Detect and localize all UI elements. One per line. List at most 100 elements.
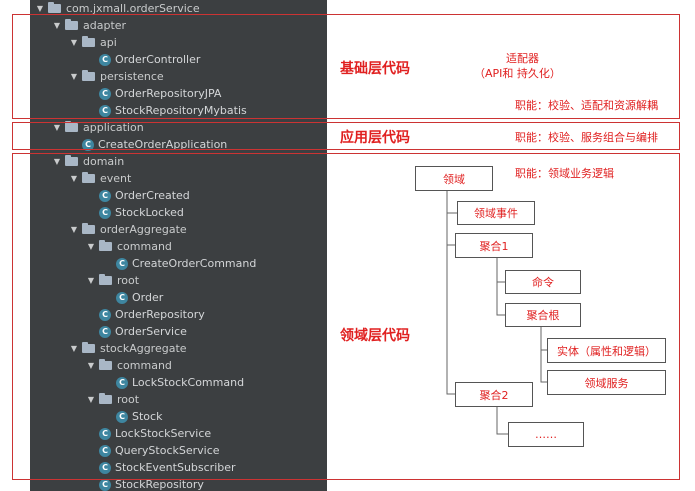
tree-class-row[interactable]: C StockEventSubscriber xyxy=(85,459,236,476)
tree-item-label: QueryStockService xyxy=(115,444,220,457)
expand-arrow-icon[interactable]: ▼ xyxy=(53,123,61,132)
tree-item-label: root xyxy=(117,393,140,406)
app-layer-label: 应用层代码 xyxy=(340,130,410,146)
expand-arrow-icon[interactable]: ▼ xyxy=(70,72,78,81)
tree-package-row[interactable]: ▼ event xyxy=(68,170,131,187)
domain-layer-label: 领域层代码 xyxy=(340,328,410,344)
folder-icon xyxy=(48,2,61,13)
tree-package-row[interactable]: ▼ api xyxy=(68,34,117,51)
tree-item-label: domain xyxy=(83,155,125,168)
folder-icon xyxy=(82,342,95,353)
java-class-icon: C xyxy=(116,376,128,389)
expand-arrow-icon[interactable]: ▼ xyxy=(70,38,78,47)
folder-icon xyxy=(82,223,95,234)
folder-icon xyxy=(99,240,112,251)
tree-item-label: CreateOrderApplication xyxy=(98,138,228,151)
folder-icon xyxy=(82,70,95,81)
tree-class-row[interactable]: C CreateOrderApplication xyxy=(68,136,227,153)
tree-class-row[interactable]: C Order xyxy=(102,289,163,306)
app-duty: 职能：校验、服务组合与编排 xyxy=(515,131,658,144)
base-layer-frame xyxy=(12,14,680,119)
tree-item-label: StockEventSubscriber xyxy=(115,461,236,474)
tree-item-label: StockRepository xyxy=(115,478,204,491)
domain-layer-frame xyxy=(12,153,680,480)
expand-arrow-icon[interactable]: ▼ xyxy=(53,21,61,30)
java-class-icon: C xyxy=(116,410,128,423)
java-class-icon: C xyxy=(99,478,111,491)
tree-item-label: command xyxy=(117,240,172,253)
tree-package-row[interactable]: ▼ persistence xyxy=(68,68,164,85)
diagram-box-aggregate-1: 聚合1 xyxy=(455,233,533,258)
app-layer-frame xyxy=(12,122,680,150)
expand-arrow-icon[interactable]: ▼ xyxy=(87,395,95,404)
tree-item-label: OrderController xyxy=(115,53,201,66)
tree-item-label: OrderRepository xyxy=(115,308,205,321)
tree-package-row[interactable]: ▼ stockAggregate xyxy=(68,340,187,357)
expand-arrow-icon[interactable]: ▼ xyxy=(70,225,78,234)
folder-icon xyxy=(99,359,112,370)
tree-item-label: api xyxy=(100,36,117,49)
tree-package-row[interactable]: ▼ root xyxy=(85,391,139,408)
tree-package-row[interactable]: ▼adapter xyxy=(51,17,126,34)
tree-item-label: Stock xyxy=(132,410,163,423)
expand-arrow-icon[interactable]: ▼ xyxy=(87,276,95,285)
tree-package-row[interactable]: ▼command xyxy=(85,357,172,374)
java-class-icon: C xyxy=(99,444,111,457)
expand-arrow-icon[interactable]: ▼ xyxy=(70,344,78,353)
tree-item-label: persistence xyxy=(100,70,164,83)
tree-item-label: StockRepositoryMybatis xyxy=(115,104,247,117)
java-class-icon: C xyxy=(82,138,94,151)
tree-item-label: stockAggregate xyxy=(100,342,187,355)
java-class-icon: C xyxy=(99,461,111,474)
java-class-icon: C xyxy=(99,427,111,440)
tree-item-label: com.jxmall.orderService xyxy=(66,2,200,15)
adapter-subtitle: （API和 持久化） xyxy=(474,67,561,80)
tree-item-label: OrderCreated xyxy=(115,189,190,202)
tree-item-label: LockStockCommand xyxy=(132,376,245,389)
tree-item-label: orderAggregate xyxy=(100,223,187,236)
adapter-title: 适配器 xyxy=(506,52,539,65)
tree-package-row[interactable]: ▼ com.jxmall.orderService xyxy=(34,0,200,17)
tree-package-row[interactable]: ▼ orderAggregate xyxy=(68,221,187,238)
diagram-box-more: …… xyxy=(508,422,584,447)
java-class-icon: C xyxy=(116,291,128,304)
diagram-box-command: 命令 xyxy=(505,270,581,294)
tree-item-label: event xyxy=(100,172,132,185)
tree-item-label: CreateOrderCommand xyxy=(132,257,257,270)
folder-icon xyxy=(82,172,95,183)
tree-item-label: root xyxy=(117,274,140,287)
folder-icon xyxy=(65,19,78,30)
expand-arrow-icon[interactable]: ▼ xyxy=(70,174,78,183)
tree-package-row[interactable]: ▼ command xyxy=(85,238,172,255)
diagram-box-domain-event: 领域事件 xyxy=(457,201,535,225)
tree-class-row[interactable]: C LockStockCommand xyxy=(102,374,244,391)
diagram-box-domain-service: 领域服务 xyxy=(547,370,666,395)
expand-arrow-icon[interactable]: ▼ xyxy=(87,361,95,370)
tree-class-row[interactable]: C QueryStockService xyxy=(85,442,220,459)
tree-package-row[interactable]: ▼ root xyxy=(85,272,139,289)
tree-class-row[interactable]: C Stock xyxy=(102,408,162,425)
tree-package-row[interactable]: ▼ domain xyxy=(51,153,124,170)
diagram-box-entity: 实体（属性和逻辑） xyxy=(547,338,666,363)
base-layer-label: 基础层代码 xyxy=(340,61,410,77)
expand-arrow-icon[interactable]: ▼ xyxy=(36,4,44,13)
expand-arrow-icon[interactable]: ▼ xyxy=(53,157,61,166)
expand-arrow-icon[interactable]: ▼ xyxy=(87,242,95,251)
tree-item-label: application xyxy=(83,121,144,134)
java-class-icon: C xyxy=(99,325,111,338)
diagram-box-domain: 领域 xyxy=(415,166,493,191)
folder-icon xyxy=(65,155,78,166)
tree-class-row[interactable]: C StockRepository xyxy=(85,476,204,491)
tree-item-label: Order xyxy=(132,291,164,304)
tree-item-label: StockLocked xyxy=(115,206,184,219)
